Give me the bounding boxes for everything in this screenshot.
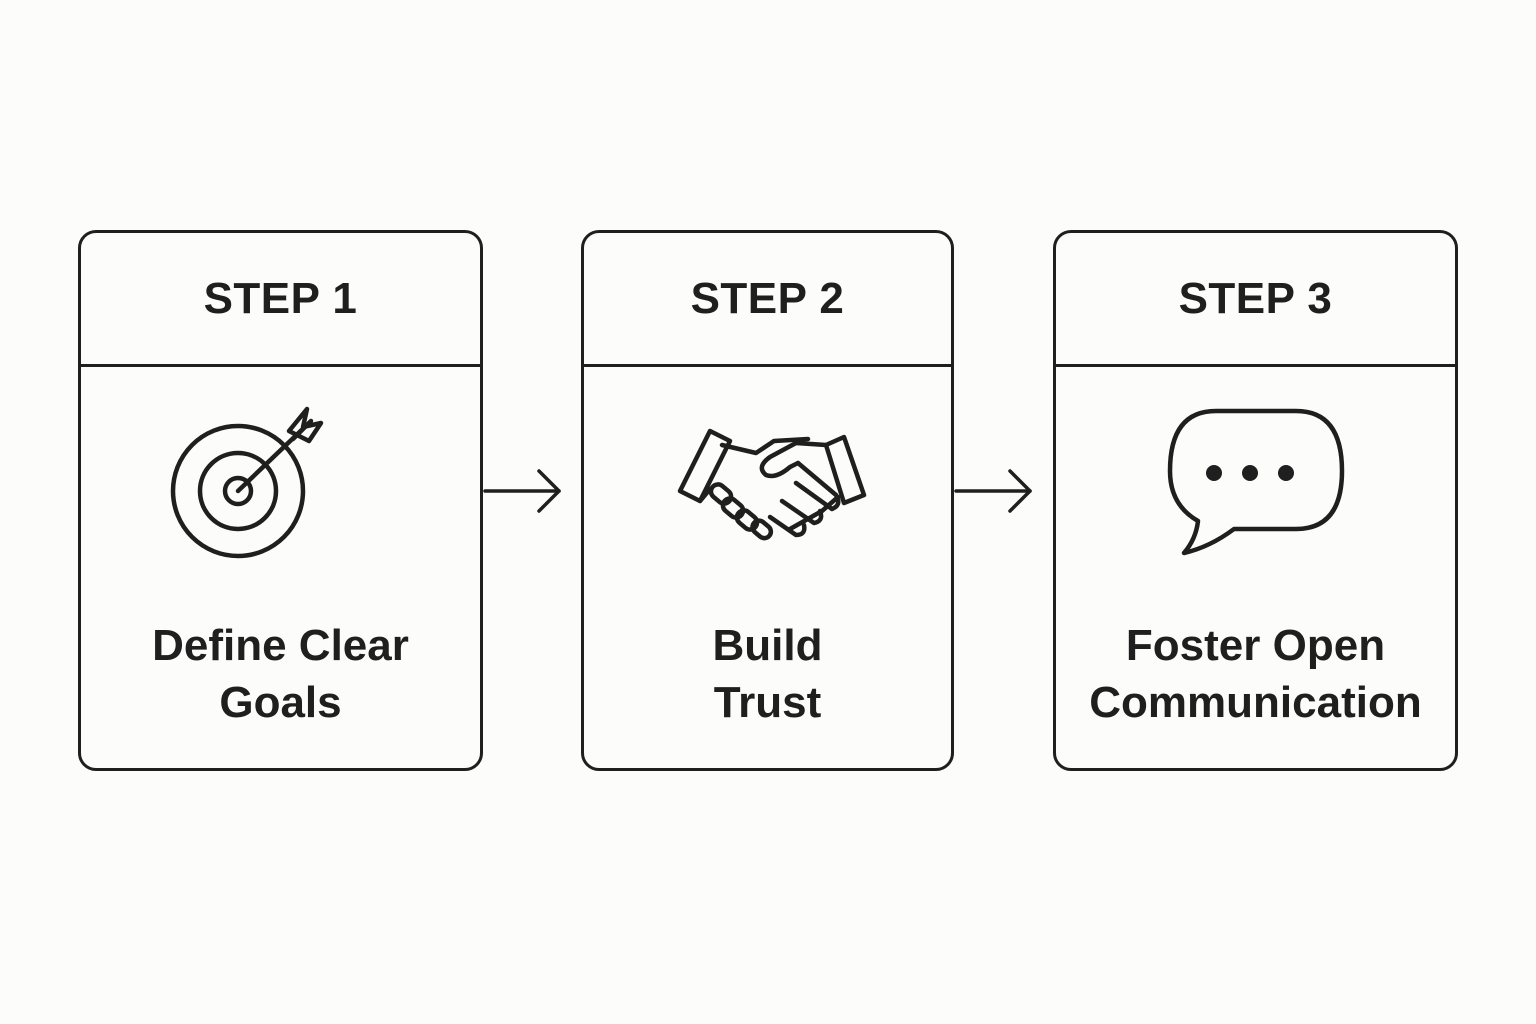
step-1-title: Define Clear Goals: [91, 617, 470, 731]
step-2-label: STEP 2: [584, 233, 951, 367]
step-1-label: STEP 1: [81, 233, 480, 367]
step-card-2: STEP 2 Build Trust: [581, 230, 954, 771]
step-1-title-line-1: Define Clear: [152, 621, 409, 670]
step-2-title: Build Trust: [594, 617, 941, 731]
step-3-label: STEP 3: [1056, 233, 1455, 367]
handshake-icon: [658, 401, 878, 571]
step-3-title: Foster Open Communication: [1066, 617, 1445, 731]
arrow-right-icon: [483, 468, 563, 514]
speech-bubble-icon: [1146, 401, 1366, 571]
step-2-title-line-2: Trust: [713, 678, 822, 727]
step-3-title-line-1: Foster Open: [1125, 621, 1386, 670]
step-card-3: STEP 3 Foster Open Communication: [1053, 230, 1458, 771]
target-icon: [170, 401, 391, 571]
step-card-1: STEP 1 Define Clear Goals: [78, 230, 483, 771]
step-2-title-line-1: Build: [712, 621, 823, 670]
step-1-title-line-2: Goals: [219, 678, 342, 727]
step-3-title-line-2: Communication: [1089, 678, 1422, 727]
arrow-right-icon: [954, 468, 1034, 514]
